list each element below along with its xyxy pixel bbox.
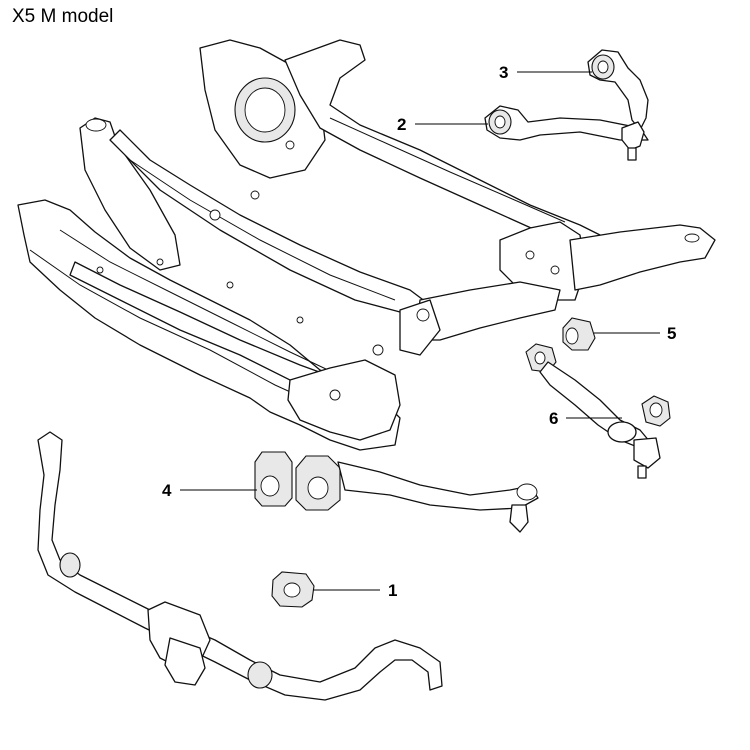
part-6-lower-control-arm (525, 343, 671, 479)
callout-2: 2 (397, 115, 488, 134)
callout-1: 1 (313, 581, 397, 600)
callout-4: 4 (162, 481, 257, 500)
callout-3-number: 3 (499, 63, 508, 82)
callout-2-number: 2 (397, 115, 406, 134)
callout-1-number: 1 (388, 581, 397, 600)
part-5-control-arm-bushing (562, 317, 596, 351)
part-1-stabilizer-bushing (37, 431, 443, 701)
part-4-lower-control-arm (254, 451, 539, 533)
callout-6: 6 (549, 409, 622, 428)
part-2-upper-control-arm (484, 105, 649, 141)
front-subframe (17, 39, 716, 451)
callout-5: 5 (594, 324, 676, 343)
callout-3: 3 (499, 63, 592, 82)
callout-5-number: 5 (667, 324, 676, 343)
callout-4-number: 4 (162, 481, 172, 500)
part-3-upper-control-arm (587, 49, 649, 161)
diagram-title: X5 M model (12, 6, 114, 27)
callout-6-number: 6 (549, 409, 558, 428)
